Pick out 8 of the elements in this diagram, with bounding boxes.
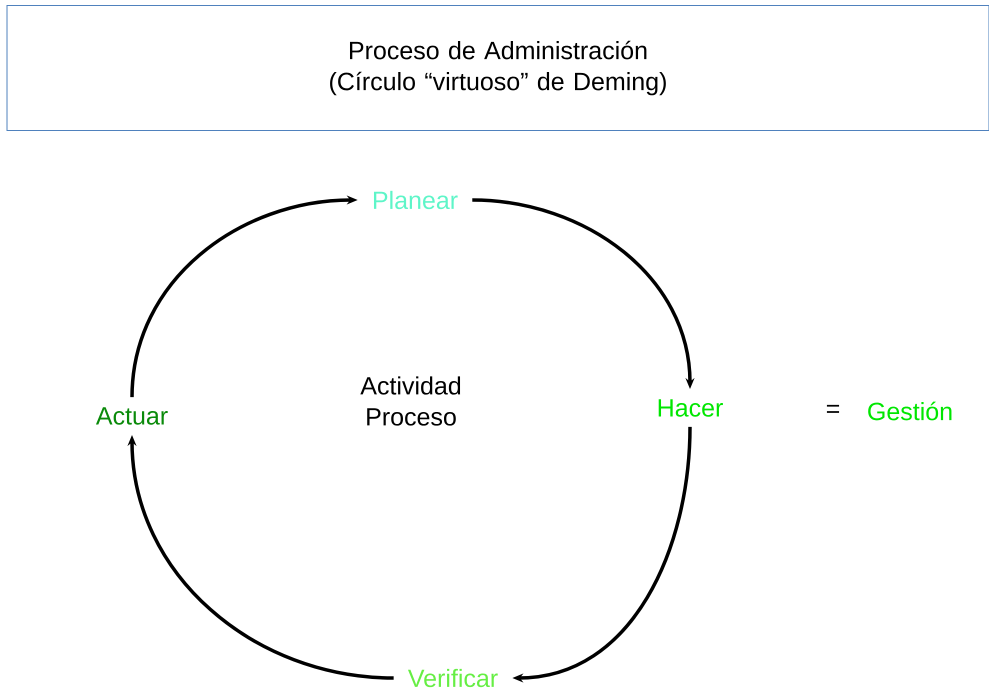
step-label: Hacer <box>658 399 723 417</box>
result-text: Gestión <box>868 402 952 420</box>
step-label: Planear <box>374 190 458 210</box>
title-box: Proceso de Administración (Círculo “virtuoso” de Deming) <box>6 5 989 131</box>
center-text: Actividad Proceso <box>360 376 460 426</box>
step-label: Actuar <box>96 407 168 425</box>
equals-sign: = <box>826 404 840 413</box>
step-label: Verificar <box>408 668 498 688</box>
